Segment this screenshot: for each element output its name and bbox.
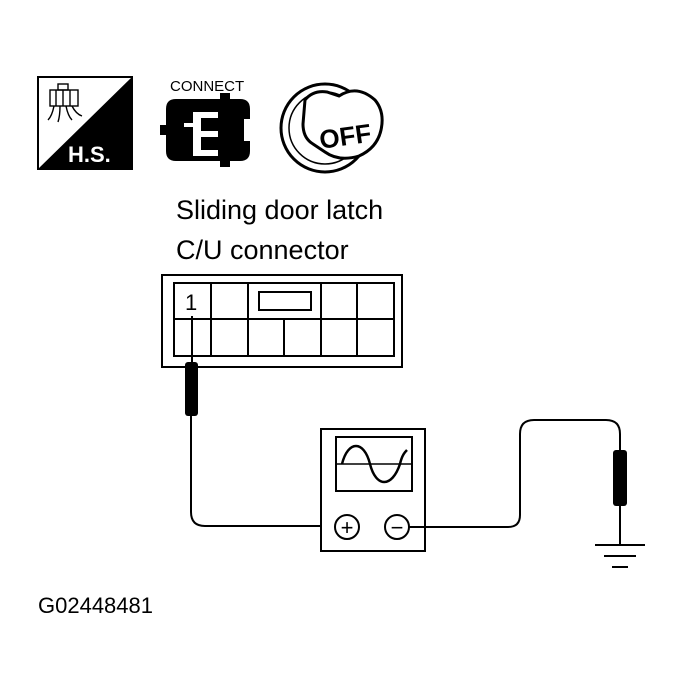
meter-plus-terminal: + [334, 514, 360, 540]
connector-title-line2: C/U connector [176, 235, 349, 265]
figure-id: G02448481 [38, 593, 153, 618]
latch-connector [161, 274, 403, 368]
meter-plus-label: + [341, 515, 354, 540]
ground-probe [613, 450, 627, 545]
negative-lead-wire [409, 419, 621, 528]
waveform-icon [340, 444, 408, 484]
positive-lead-wire [190, 416, 335, 527]
mini-connector-icon [47, 83, 83, 123]
harness-label: H.S. [68, 142, 111, 167]
positive-probe [185, 316, 198, 416]
harness-icon: H.S. [37, 76, 133, 170]
ignition-off-icon: OFF [279, 82, 384, 174]
connector-title-line1: Sliding door latch [176, 195, 383, 225]
ignition-label: OFF [317, 118, 373, 155]
ground-icon [595, 544, 645, 568]
meter-minus-terminal: − [384, 514, 410, 540]
connect-label: CONNECT [170, 78, 244, 95]
connect-icon: CONNECT [160, 78, 250, 167]
pin-number: 1 [185, 290, 197, 315]
meter-minus-label: − [391, 515, 404, 540]
